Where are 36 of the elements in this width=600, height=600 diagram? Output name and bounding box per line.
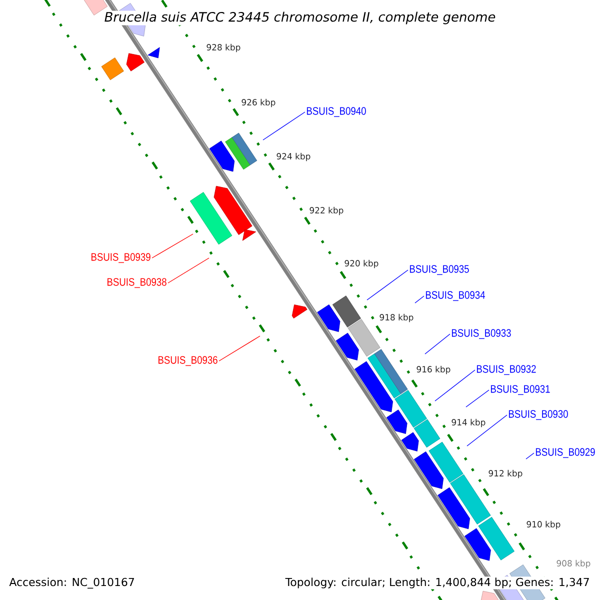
gene-label: BSUIS_B0939 [92,253,150,263]
gene-label: BSUIS_B0929 [536,448,595,458]
gene-label: BSUIS_B0931 [490,385,550,395]
tick-label: 916 kbp [416,366,450,374]
genome-summary-text: Topology: circular; Length: 1,400,844 bp; Genes: 1,347 [284,576,591,590]
leader-line [152,234,194,258]
tick-label: 924 kbp [276,152,310,162]
leader-line [434,370,476,402]
leader-line [526,452,534,460]
tick-label: 914 kbp [452,418,486,428]
tick-label: 920 kbp [344,260,378,268]
leader-line [414,296,424,304]
gene-label: BSUIS_B0930 [508,410,568,420]
leader-line [366,270,408,300]
tick-label: 922 kbp [310,206,344,216]
tick-label: 926 kbp [242,98,276,108]
gene-label: BSUIS_B0938 [108,278,166,288]
tick-label: 918 kbp [380,314,414,322]
leader-line [466,414,508,446]
gene-label: BSUIS_B0936 [158,356,218,366]
gene-label: BSUIS_B0932 [476,365,536,375]
tick-label: 912 kbp [488,470,522,478]
leader-line [218,336,260,362]
tick-label: 908 kbp [556,560,590,568]
gene-label: BSUIS_B0935 [410,265,469,275]
tick-label: 928 kbp [206,44,240,52]
tick-label: 910 kbp [526,520,560,530]
gene-label: BSUIS_B0933 [452,329,511,339]
gene-label: BSUIS_B0934 [426,291,485,301]
gene-label: BSUIS_B0940 [306,107,366,117]
leader-line [424,334,450,354]
accession-text: Accession: NC_010167 [9,578,135,589]
leader-line [168,258,210,284]
title: Brucella suis ATCC 23445 chromosome II, complete genome [103,10,497,26]
leader-line [466,390,490,408]
leader-line [262,112,306,140]
